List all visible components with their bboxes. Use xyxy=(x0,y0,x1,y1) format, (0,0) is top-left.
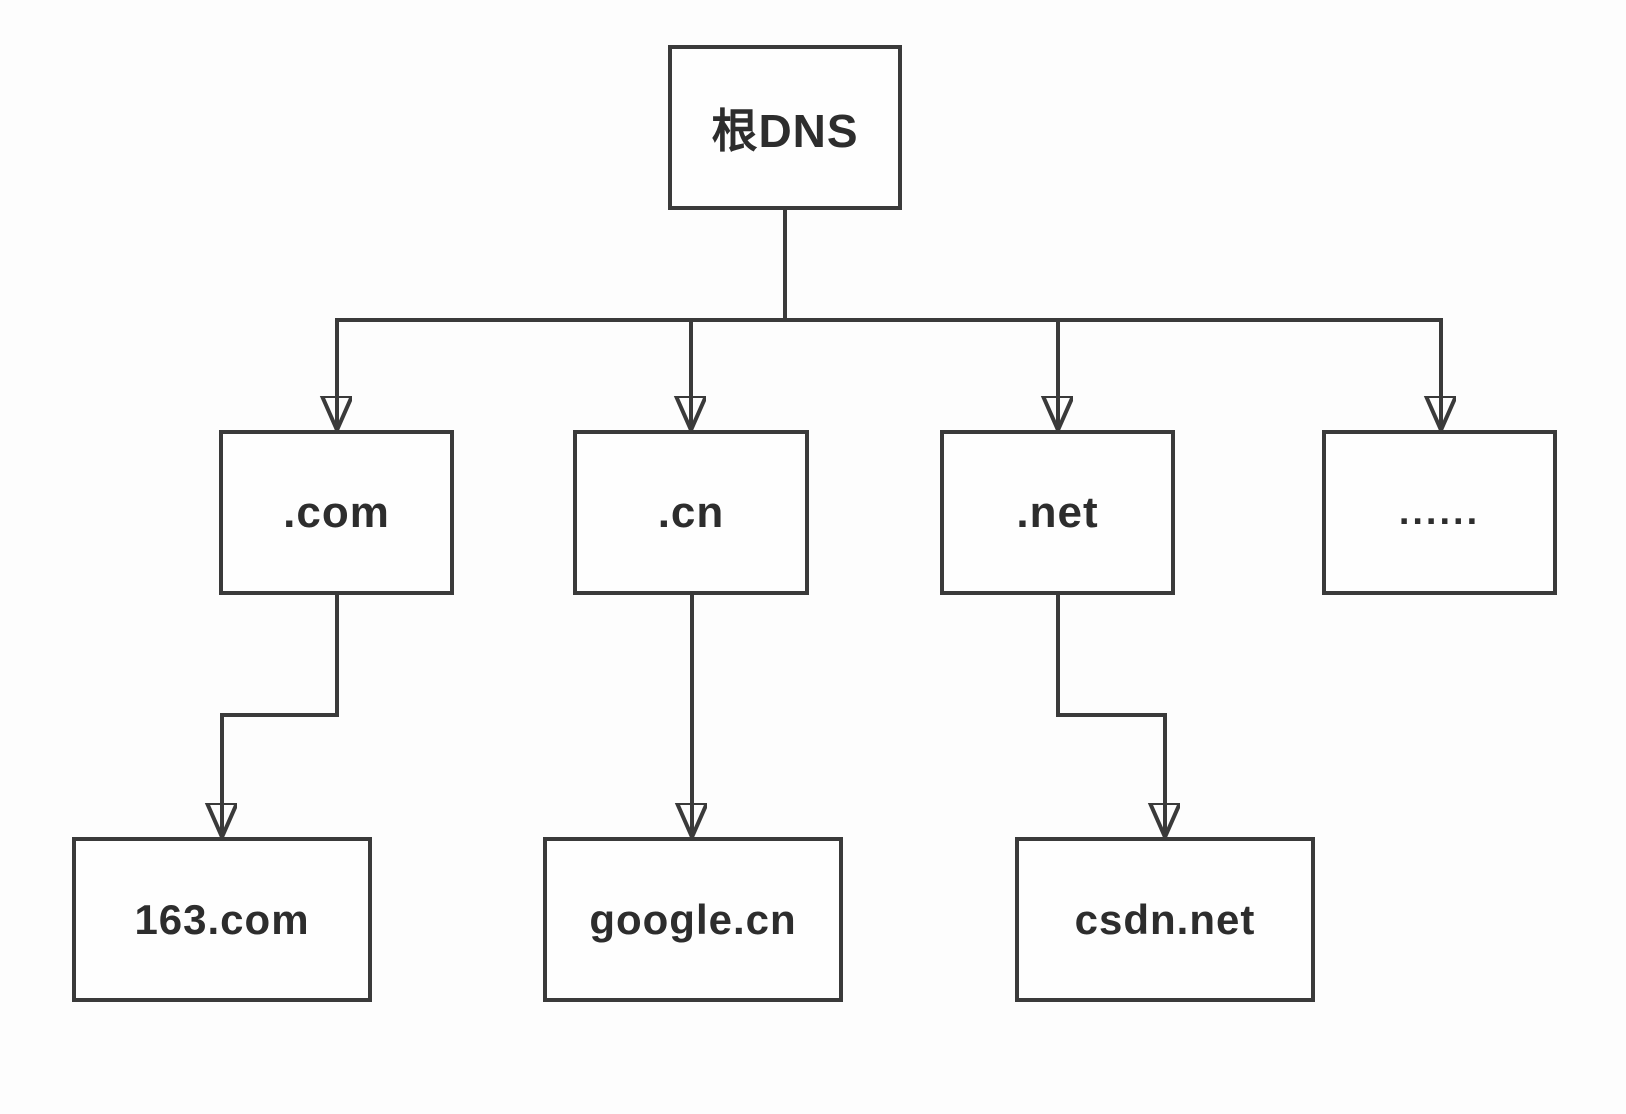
node-site-googlecn-label: google.cn xyxy=(589,895,797,943)
node-tld-net: .net xyxy=(940,430,1175,595)
edge-com-163com xyxy=(222,593,339,835)
node-site-csdnnet-label: csdn.net xyxy=(1074,895,1256,943)
node-tld-net-label: .net xyxy=(1016,487,1099,537)
node-site-163com-label: 163.com xyxy=(134,895,310,943)
node-site-csdnnet: csdn.net xyxy=(1015,837,1315,1002)
node-site-googlecn: google.cn xyxy=(543,837,843,1002)
node-tld-ellipsis: ...... xyxy=(1322,430,1557,595)
node-root-dns-label: 根DNS xyxy=(711,104,859,157)
node-root-dns: 根DNS xyxy=(668,45,902,210)
node-tld-cn: .cn xyxy=(573,430,809,595)
node-site-163com: 163.com xyxy=(72,837,372,1002)
node-tld-cn-label: .cn xyxy=(657,487,725,537)
node-tld-ellipsis-label: ...... xyxy=(1398,491,1481,533)
node-tld-com: .com xyxy=(219,430,454,595)
edge-net-csdnnet xyxy=(1056,593,1165,835)
node-tld-com-label: .com xyxy=(283,487,390,537)
